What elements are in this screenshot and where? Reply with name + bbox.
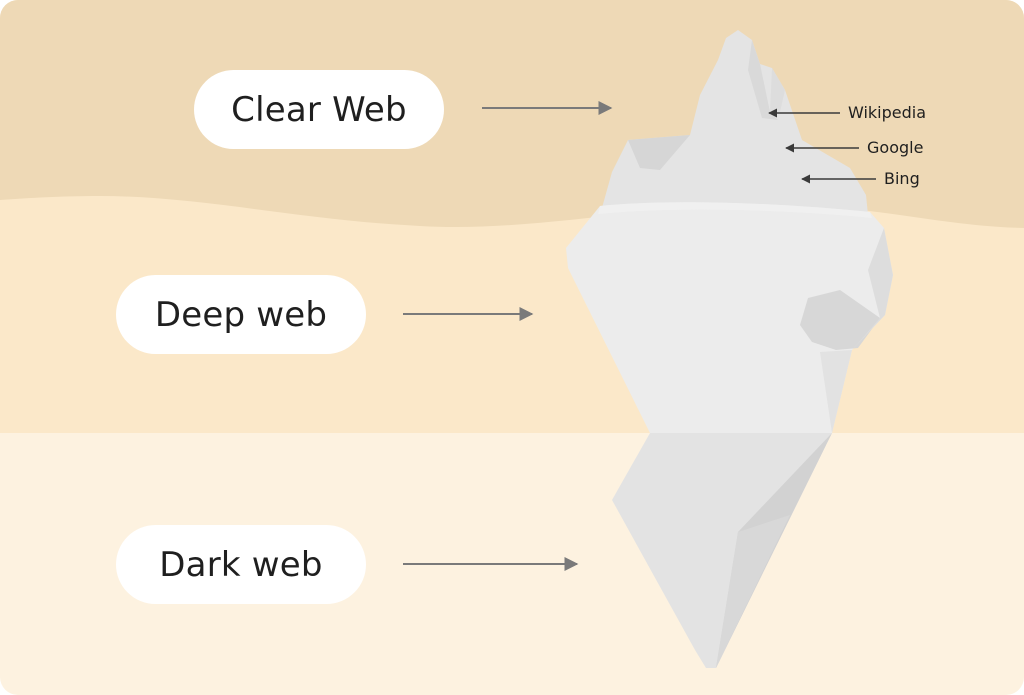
deep-web-label: Deep web bbox=[116, 275, 366, 354]
dark-web-label: Dark web bbox=[116, 525, 366, 604]
iceberg-bottom bbox=[612, 433, 832, 668]
example-bing: Bing bbox=[884, 169, 920, 188]
example-wikipedia: Wikipedia bbox=[848, 103, 927, 122]
iceberg-tip bbox=[600, 30, 868, 215]
example-google: Google bbox=[867, 138, 924, 157]
clear-web-label: Clear Web bbox=[194, 70, 444, 149]
iceberg-middle bbox=[566, 202, 893, 433]
